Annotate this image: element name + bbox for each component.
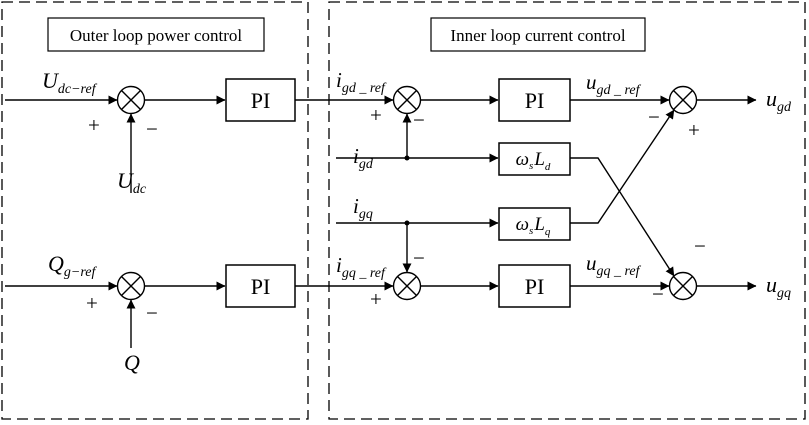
outer-loop-panel [1, 1, 309, 420]
pi-block-inner-d: PI [498, 78, 571, 122]
sign-plus: + [688, 118, 700, 142]
igq-label: igq [353, 194, 373, 222]
igd-label: igd [353, 144, 374, 172]
sign-plus: + [370, 287, 382, 311]
ugd-output-label: ugd [766, 86, 792, 115]
sign-minus: − [652, 282, 664, 306]
omega-d-to-sum-q-wire [570, 157, 675, 277]
sign-plus: + [370, 103, 382, 127]
outer-loop-title: Outer loop power control [70, 26, 243, 45]
pi-label: PI [525, 274, 545, 299]
pi-label: PI [251, 88, 271, 113]
omega-ld-label: ωsLd [516, 149, 551, 173]
ugq-output-label: ugq [766, 272, 791, 301]
sign-minus: − [648, 105, 660, 129]
omega-ld-block: ωsLd [498, 142, 571, 176]
igd-ref-label: igd _ ref [336, 68, 387, 96]
qg-ref-label: Qg−ref [48, 251, 97, 280]
sum-junction-q [116, 271, 146, 301]
outer-loop-title-box [47, 17, 265, 52]
inner-loop-title: Inner loop current control [450, 26, 625, 45]
sign-minus: − [146, 301, 158, 325]
pi-label: PI [525, 88, 545, 113]
sum-junction-udc [116, 85, 146, 115]
sign-plus: + [86, 291, 98, 315]
q-label: Q [124, 350, 140, 375]
igq-junction-dot [404, 220, 410, 226]
udc-ref-label: Udc−ref [42, 68, 98, 97]
sign-minus: − [694, 234, 706, 258]
inner-loop-title-box [430, 17, 646, 52]
pi-block-inner-q: PI [498, 264, 571, 308]
omega-q-to-sum-d-wire [570, 109, 675, 224]
udc-label: Udc [117, 168, 147, 197]
sum-junction-igd [392, 85, 422, 115]
sign-minus: − [146, 117, 158, 141]
sum-junction-ugq [668, 271, 698, 301]
igq-ref-label: igq _ ref [336, 253, 387, 281]
sign-minus: − [413, 108, 425, 132]
sign-minus: − [413, 246, 425, 270]
omega-lq-label: ωsLq [516, 214, 551, 238]
pi-block-outer-q: PI [225, 264, 296, 308]
omega-lq-block: ωsLq [498, 207, 571, 241]
ugd-ref-label: ugd _ ref [586, 70, 642, 98]
sum-junction-ugd [668, 85, 698, 115]
sum-junction-igq [392, 271, 422, 301]
sign-plus: + [88, 113, 100, 137]
ugq-ref-label: ugq _ ref [586, 251, 642, 279]
inner-loop-panel [328, 1, 806, 420]
pi-block-outer-d: PI [225, 78, 296, 122]
pi-label: PI [251, 274, 271, 299]
igd-junction-dot [404, 155, 410, 161]
